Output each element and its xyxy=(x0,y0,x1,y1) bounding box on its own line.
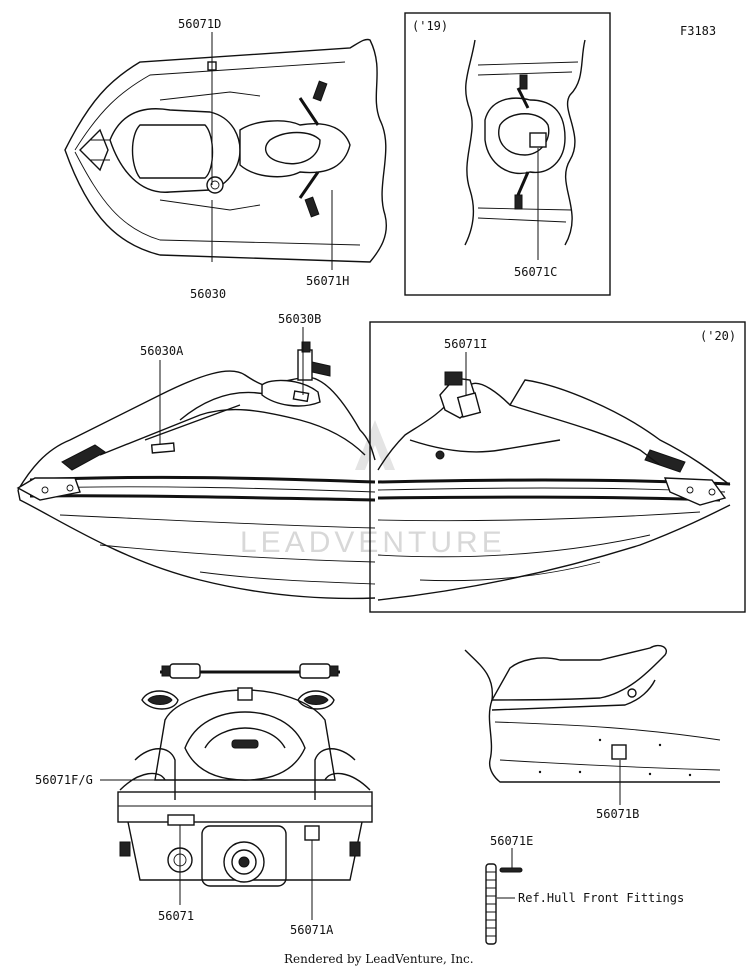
top-view-illustration xyxy=(64,32,387,270)
label-56071A: 56071A xyxy=(290,923,334,937)
watermark: LEADVENTURE xyxy=(240,420,506,559)
fitting-illustration xyxy=(485,848,523,945)
label-56030: 56030 xyxy=(190,287,226,301)
watermark-logo-icon xyxy=(355,420,395,470)
inset-box-19 xyxy=(404,12,611,296)
label-56071B: 56071B xyxy=(596,807,639,821)
inset-19-illustration xyxy=(464,39,586,260)
label-56071FG: 56071F/G xyxy=(35,773,93,787)
watermark-text: LEADVENTURE xyxy=(240,526,506,559)
label-56071E: 56071E xyxy=(490,834,533,848)
label-56071D: 56071D xyxy=(178,17,221,31)
rear-view-illustration xyxy=(100,663,373,920)
label-56071: 56071 xyxy=(158,909,194,923)
label-56071H: 56071H xyxy=(306,274,349,288)
year-label-19: ('19) xyxy=(412,19,448,33)
figure-code: F3183 xyxy=(680,24,716,38)
reference-note: Ref.Hull Front Fittings xyxy=(518,891,684,905)
seat-detail-illustration xyxy=(464,644,721,805)
label-56071C: 56071C xyxy=(514,265,557,279)
side-view-illustration xyxy=(16,327,376,600)
label-56030B: 56030B xyxy=(278,312,321,326)
label-56071I: 56071I xyxy=(444,337,487,351)
inset-20-illustration xyxy=(377,352,731,601)
footer-credit: Rendered by LeadVenture, Inc. xyxy=(284,952,474,966)
inset-box-20 xyxy=(369,321,746,613)
year-label-20: ('20) xyxy=(700,329,736,343)
label-56030A: 56030A xyxy=(140,344,184,358)
